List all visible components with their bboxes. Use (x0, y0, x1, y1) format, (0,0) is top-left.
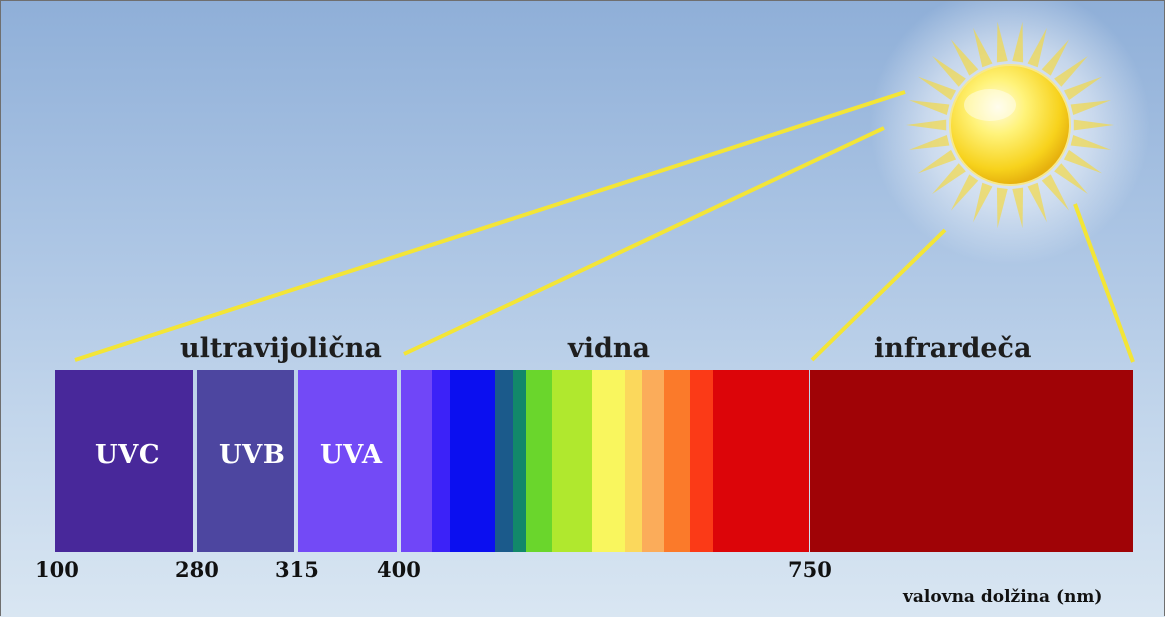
visible-stripe (642, 370, 664, 552)
ray-line-uv-end (403, 126, 885, 356)
sun-ray (1012, 187, 1024, 229)
tick-280: 280 (175, 557, 219, 582)
visible-stripe (526, 370, 552, 552)
infrared-band (810, 370, 1133, 552)
sun-ray (996, 187, 1008, 229)
visible-stripe (495, 370, 513, 552)
sun-ray (932, 56, 966, 87)
sun-ray (1063, 76, 1103, 101)
sun-ray (973, 27, 993, 68)
sun-ray (917, 149, 957, 174)
sun-ray (932, 163, 966, 194)
sun-ray (909, 100, 950, 116)
sun-ray (1027, 182, 1047, 223)
visible-stripe (513, 370, 526, 552)
uvc-band (55, 370, 193, 552)
tick-100: 100 (35, 557, 79, 582)
sun-rays (906, 21, 1114, 229)
axis-label: valovna dolžina (nm) (903, 587, 1103, 607)
sun-ray (1063, 149, 1103, 174)
visible-stripe (713, 370, 809, 552)
uvb-band (197, 370, 294, 552)
sun-ray (950, 174, 979, 211)
sun-ray (906, 119, 947, 131)
uvc-label: UVC (95, 440, 161, 470)
uva-band (298, 370, 397, 552)
sun-ray (973, 182, 993, 223)
visible-label: vidna (568, 333, 650, 364)
ray-line-uv-start (74, 90, 906, 362)
sun-highlight (964, 89, 1016, 121)
tick-315: 315 (275, 557, 319, 582)
visible-stripe (401, 370, 432, 552)
uva-label: UVA (320, 440, 383, 470)
sun-ray (1054, 56, 1088, 87)
ray-line-ir-end (1073, 203, 1135, 363)
sun-icon (949, 64, 1071, 186)
visible-stripe (432, 370, 450, 552)
ultraviolet-label: ultravijolična (180, 333, 382, 364)
sun-ray (1070, 134, 1111, 150)
tick-400: 400 (377, 557, 421, 582)
sun-ray (909, 134, 950, 150)
visible-stripe (552, 370, 592, 552)
uvb-label: UVB (219, 440, 286, 470)
infrared-label: infrardeča (874, 333, 1032, 364)
visible-stripe (690, 370, 713, 552)
sun-ray (950, 39, 979, 76)
tick-750: 750 (788, 557, 832, 582)
visible-stripe (592, 370, 625, 552)
sun-ray (1054, 163, 1088, 194)
sun-ray (1012, 21, 1024, 63)
sun-ray (1041, 39, 1070, 76)
sun-ray (1027, 27, 1047, 68)
sun-ray (1041, 174, 1070, 211)
sun-ray (1070, 100, 1111, 116)
visible-stripe (664, 370, 690, 552)
sun-ray (996, 21, 1008, 63)
visible-stripe (450, 370, 495, 552)
visible-stripe (625, 370, 642, 552)
ray-line-ir-start (810, 228, 947, 362)
sun-ray (1073, 119, 1114, 131)
sun-ray (917, 76, 957, 101)
